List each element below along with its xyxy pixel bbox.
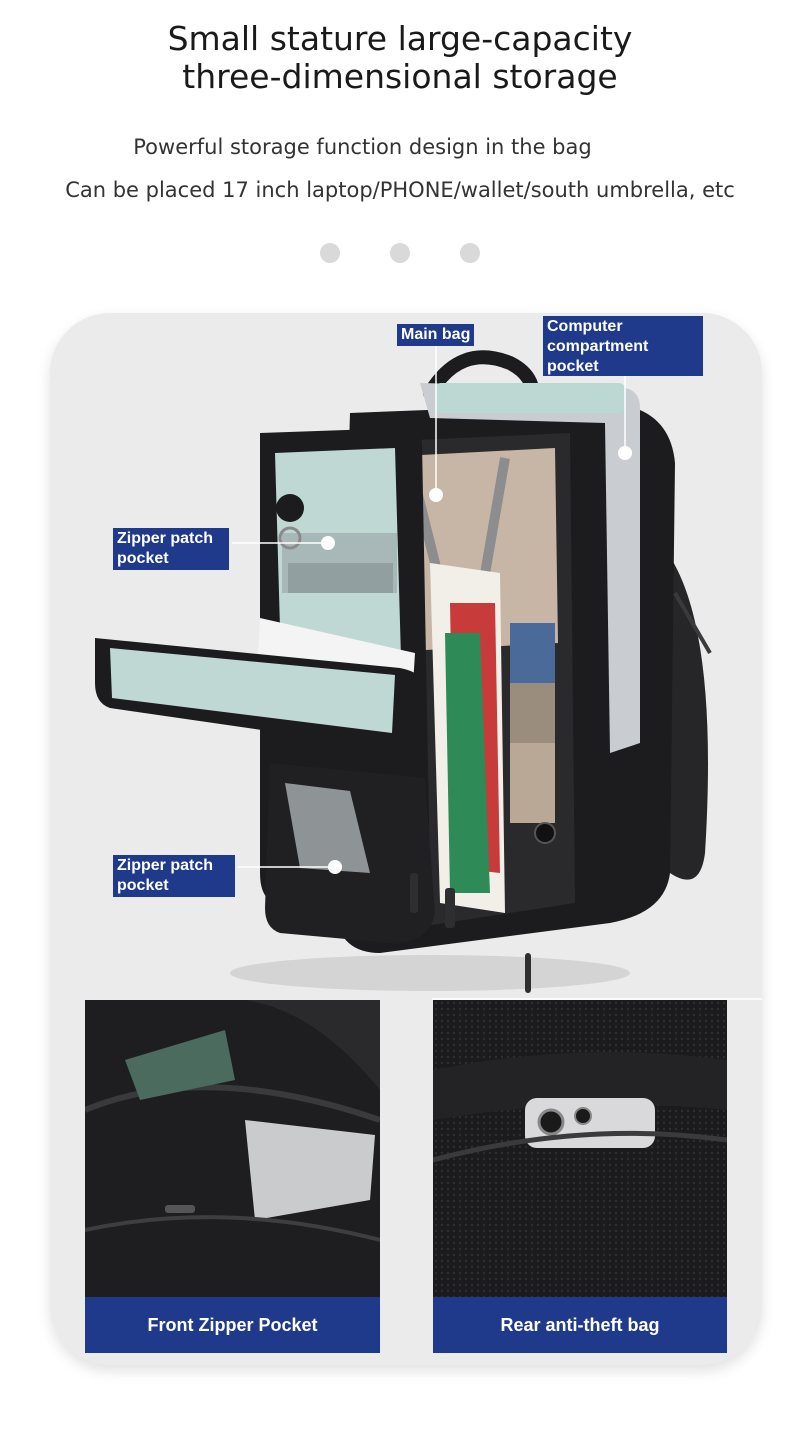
callout-computer-line-3: pocket [547, 358, 599, 375]
page-title: Small stature large-capacity three-dimen… [0, 20, 800, 96]
callout-computer-line-1: Computer [547, 318, 623, 335]
carousel-dots [320, 243, 490, 263]
title-line-1: Small stature large-capacity [167, 19, 633, 58]
subtitle-line-1: Powerful storage function design in the … [133, 135, 592, 159]
callout-zipper-patch-lower: Zipper patch pocket [113, 855, 235, 897]
title-line-2: three-dimensional storage [182, 57, 618, 96]
detail-rear-anti-theft-bag[interactable]: Rear anti-theft bag [433, 1000, 727, 1353]
front-pocket-photo [85, 1000, 380, 1297]
callout-zipper-lower-line-1: Zipper patch [117, 857, 214, 874]
backpack-illustration: ꓘouel [95, 337, 762, 1000]
caption-front-zipper-pocket: Front Zipper Pocket [85, 1297, 380, 1353]
carousel-dot-2[interactable] [390, 243, 410, 263]
rear-pocket-photo [433, 1000, 727, 1297]
callout-zipper-patch-upper: Zipper patch pocket [113, 528, 229, 570]
carousel-dot-3[interactable] [460, 243, 480, 263]
callout-computer-line-2: compartment [547, 338, 649, 355]
detail-front-zipper-pocket[interactable]: Front Zipper Pocket [85, 1000, 380, 1353]
subtitle-line-2: Can be placed 17 inch laptop/PHONE/walle… [65, 178, 735, 202]
product-card: ꓘouel Main bag Computer compartment pock… [50, 313, 762, 1365]
callout-zipper-upper-line-1: Zipper patch [117, 530, 214, 547]
callout-main-bag-text: Main bag [401, 326, 471, 343]
caption-rear-anti-theft-bag: Rear anti-theft bag [433, 1297, 727, 1353]
carousel-dot-1[interactable] [320, 243, 340, 263]
callout-zipper-lower-line-2: pocket [117, 877, 169, 894]
callout-main-bag: Main bag [397, 324, 475, 346]
callout-computer-compartment: Computer compartment pocket [543, 316, 703, 376]
callout-zipper-upper-line-2: pocket [117, 550, 169, 567]
